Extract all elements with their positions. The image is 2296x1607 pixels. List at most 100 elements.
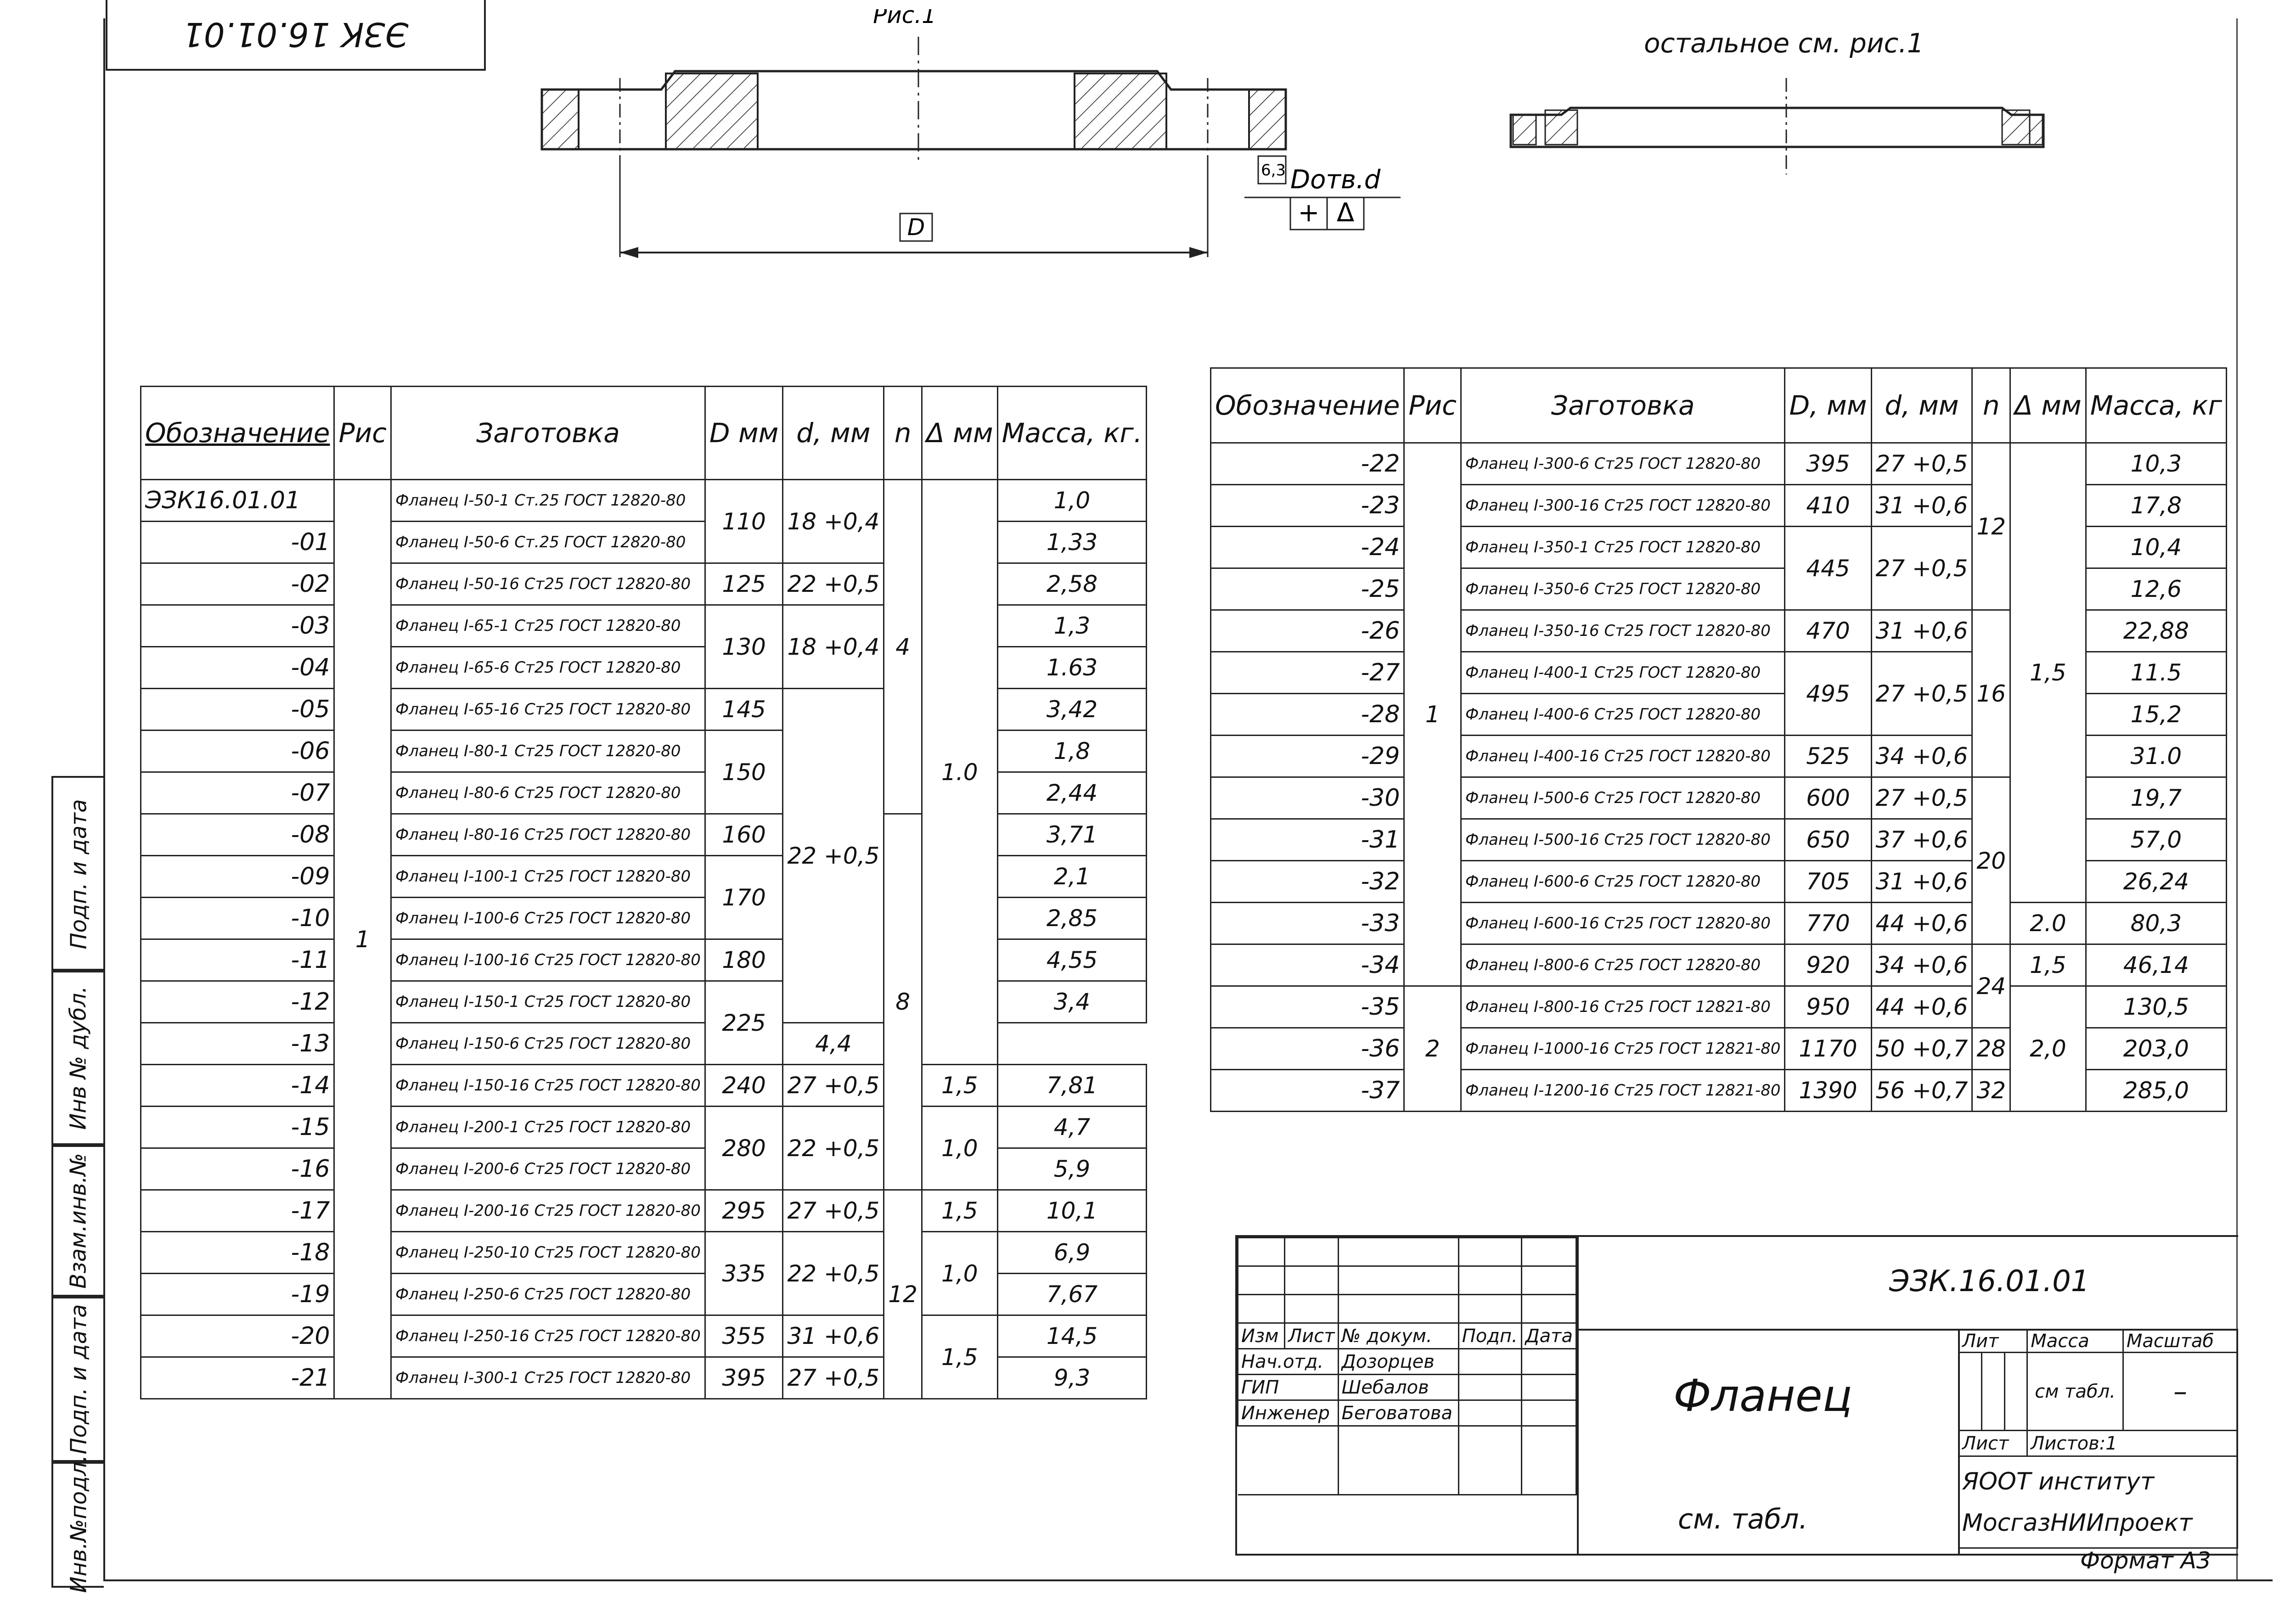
table-header-row: Обозначение Рис Заготовка D, мм d, мм n … (1210, 367, 2227, 444)
table-cell: 15,2 (2085, 693, 2227, 736)
table-cell: Фланец I-300-1 Ст25 ГОСТ 12820-80 (390, 1356, 706, 1399)
table-cell: 1,0 (921, 1231, 998, 1316)
table-cell: Фланец I-200-6 Ст25 ГОСТ 12820-80 (390, 1147, 706, 1191)
side-label-vzam-inv: Взам.инв.№ (51, 1143, 104, 1298)
table-cell: -32 (1210, 860, 1405, 903)
table-cell: Фланец I-600-6 Ст25 ГОСТ 12820-80 (1460, 860, 1786, 903)
table-cell: Фланец I-150-1 Ст25 ГОСТ 12820-80 (390, 980, 706, 1023)
col-header-mass: Масса, кг. (996, 386, 1148, 480)
table-cell: -07 (140, 771, 335, 815)
col-header-fig: Рис (333, 386, 392, 480)
roughness-symbol: 6,3 (1261, 161, 1286, 180)
top-note: остальное см. рис.1 (1644, 28, 1924, 59)
table-cell: 650 (1784, 818, 1872, 861)
table-cell: Фланец I-50-1 Ст.25 ГОСТ 12820-80 (390, 479, 706, 522)
doc-code: ЭЗК.16.01.01 (1889, 1264, 2090, 1298)
table-cell: 495 (1784, 651, 1872, 736)
table-cell: -36 (1210, 1027, 1405, 1070)
table-cell: 22,88 (2085, 609, 2227, 652)
table-cell: 18 +0,4 (782, 604, 885, 689)
table-cell: 37 +0,6 (1870, 818, 1973, 861)
table-cell: Фланец I-80-1 Ст25 ГОСТ 12820-80 (390, 730, 706, 773)
col-header-n: n (883, 386, 923, 480)
table-cell: 31 +0,6 (1870, 609, 1973, 652)
table-cell: 150 (704, 730, 784, 815)
table-cell: -17 (140, 1189, 335, 1232)
col-header-d: d, мм (782, 386, 885, 480)
table-cell: Фланец I-350-1 Ст25 ГОСТ 12820-80 (1460, 526, 1786, 569)
table-cell: 27 +0,5 (1870, 776, 1973, 820)
table-cell: Фланец I-350-6 Ст25 ГОСТ 12820-80 (1460, 568, 1786, 611)
side-label-podp-data-2: Подп. и дата (51, 1295, 104, 1464)
table-cell: 170 (704, 855, 784, 940)
table-cell: -21 (140, 1356, 335, 1399)
figure-label: Рис.1 (873, 9, 936, 28)
col-header-designation: Обозначение (1210, 367, 1405, 444)
table-cell: -20 (140, 1315, 335, 1358)
table-cell: 1390 (1784, 1069, 1872, 1112)
table-cell: 10,4 (2085, 526, 2227, 569)
table-cell: -13 (140, 1022, 335, 1065)
table-cell: Фланец I-800-16 Ст25 ГОСТ 12821-80 (1460, 985, 1786, 1028)
title-block-cell: Масса (2026, 1329, 2124, 1353)
table-cell: Фланец I-250-6 Ст25 ГОСТ 12820-80 (390, 1273, 706, 1316)
table-cell: 14,5 (996, 1315, 1148, 1358)
table-cell: -19 (140, 1273, 335, 1316)
table-cell: -27 (1210, 651, 1405, 694)
table-cell: Фланец I-1200-16 Ст25 ГОСТ 12821-80 (1460, 1069, 1786, 1112)
table-cell: 295 (704, 1189, 784, 1232)
left-spec-table: Обозначение Рис Заготовка D мм d, мм n Δ… (140, 386, 1148, 1399)
table-cell: 31 +0,6 (1870, 860, 1973, 903)
table-cell: -24 (1210, 526, 1405, 569)
table-cell: 10,3 (2085, 442, 2227, 485)
table-cell: 44 +0,6 (1870, 902, 1973, 945)
frame-right-edge (2236, 18, 2238, 1579)
table-cell: 8 (883, 813, 923, 1191)
table-cell: Фланец I-300-16 Ст25 ГОСТ 12820-80 (1460, 484, 1786, 527)
table-cell: 44 +0,6 (1870, 985, 1973, 1028)
title-block-cell: Лит (1958, 1329, 2028, 1353)
table-cell: -34 (1210, 944, 1405, 987)
table-cell: 46,14 (2085, 944, 2227, 987)
table-cell: 3,42 (996, 688, 1148, 731)
table-cell: 1,5 (2009, 944, 2087, 987)
table-cell: 2,44 (996, 771, 1148, 815)
col-header-delta: Δ мм (921, 386, 998, 480)
dimension-D-label: D (907, 214, 925, 241)
table-cell: Фланец I-1000-16 Ст25 ГОСТ 12821-80 (1460, 1027, 1786, 1070)
table-cell: 130,5 (2085, 985, 2227, 1028)
col-header-d: d, мм (1870, 367, 1973, 444)
org-line2: МосгазНИИпроект (1962, 1509, 2193, 1537)
side-label-inv-dubl: Инв № дубл. (51, 969, 104, 1147)
table-cell: 335 (704, 1231, 784, 1316)
side-label-podp-data-1: Подп. и дата (51, 776, 104, 972)
table-cell: 1,3 (996, 604, 1148, 647)
table-cell: ЭЗК16.01.01 (140, 479, 335, 522)
table-cell: 1,0 (996, 479, 1148, 522)
table-cell: 445 (1784, 526, 1872, 611)
table-cell: 1,33 (996, 521, 1148, 564)
table-cell: 2,58 (996, 562, 1148, 606)
table-cell: 27 +0,5 (1870, 526, 1973, 611)
table-cell: 705 (1784, 860, 1872, 903)
table-cell: Фланец I-80-16 Ст25 ГОСТ 12820-80 (390, 813, 706, 856)
table-cell: 22 +0,5 (782, 1106, 885, 1191)
table-cell: 203,0 (2085, 1027, 2227, 1070)
table-cell: Фланец I-100-1 Ст25 ГОСТ 12820-80 (390, 855, 706, 898)
table-cell: -15 (140, 1106, 335, 1149)
